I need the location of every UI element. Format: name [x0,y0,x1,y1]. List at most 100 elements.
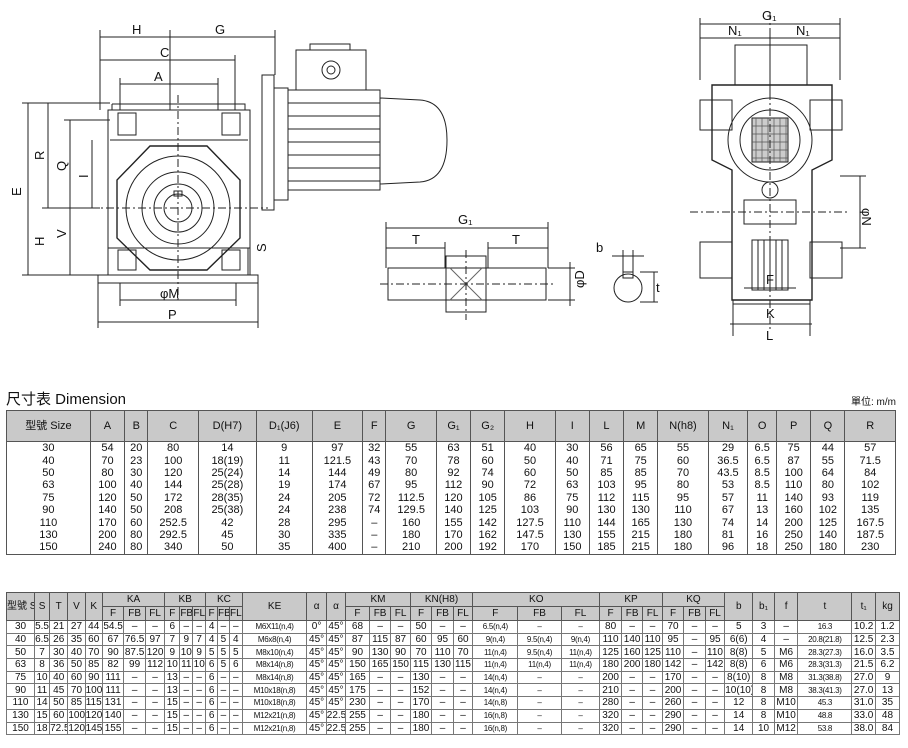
table-cell: 48 [874,708,901,723]
table-cell: 60 [124,516,149,529]
table-cell: 5 [228,645,243,660]
table-cell: 95 [623,479,659,492]
table-cell: 111 [101,683,125,698]
table-cell: – [228,683,243,698]
table-cell: 9 [192,645,207,660]
table-cell: – [123,721,146,736]
table-cell: 28.3(27.3) [797,645,853,660]
table-cell: 130 [657,516,709,529]
table-cell: 54 [89,441,126,455]
flange-header: V [67,592,86,621]
dim-V: V [54,229,69,238]
table-cell: 320 [599,721,622,736]
header-col: G [385,410,437,442]
table-cell: 35 [67,632,86,647]
table-cell: – [390,721,411,736]
table-cell: 92 [435,466,472,480]
table-cell: 65 [623,441,659,455]
dim-T-left: T [412,232,420,247]
table-cell: 30 [554,441,590,455]
table-cell: 120 [147,466,199,480]
table-cell: M10 [773,696,799,710]
table-cell: 208 [147,503,199,517]
table-cell: 5 [217,632,230,647]
table-cell: – [123,683,146,698]
table-cell: 30 [6,441,91,455]
flange-header: S [33,592,51,621]
flange-sub-header: FL [560,606,601,621]
table-cell: 9 [874,670,901,685]
flange-header: α [325,592,347,621]
table-cell: 115 [368,632,392,647]
table-cell: 100 [147,454,199,467]
table-cell: 8 [752,670,775,685]
table-cell: 70 [661,620,685,634]
table-cell: – [368,721,392,736]
table-cell: 250 [776,541,812,555]
table-cell: 80 [124,541,149,555]
table-cell: 180 [810,541,846,555]
table-cell: – [390,670,411,685]
table-cell: 70 [385,454,437,467]
table-cell: 180 [409,721,433,736]
table-cell: 16(n,8) [472,721,519,736]
table-cell: 150 [390,658,411,672]
flange-sub-header: FB [683,606,706,621]
table-cell: 95 [657,491,709,504]
table-cell: 28.3(31.3) [797,658,853,672]
table-cell: – [390,708,411,723]
table-cell: 292.5 [147,528,199,542]
table-cell: 16 [747,528,778,542]
table-cell: 50 [124,503,149,517]
table-cell: 110 [431,645,454,660]
table-cell: 27.0 [851,670,876,685]
flange-sub-header: FB [179,606,194,621]
table-cell: 31.0 [851,696,876,710]
table-cell: 45° [306,721,327,736]
table-cell: 23 [124,454,149,467]
table-cell: 200 [620,658,644,672]
table-cell: 144 [147,479,199,492]
flange-sub-header: FB [217,606,230,621]
table-cell: 119 [844,491,896,504]
table-cell: 125 [599,645,622,660]
table-cell: 150 [6,541,91,555]
table-cell: – [704,708,726,723]
table-cell: 260 [661,696,685,710]
table-cell: 14 [724,721,754,736]
table-cell: 103 [588,479,625,492]
table-cell: 40 [6,454,91,467]
table-cell: 180 [642,658,663,672]
table-cell: 20.8(21.8) [797,632,853,647]
flange-sub-header: FB [517,606,562,621]
table-cell: 170 [89,516,126,529]
table-cell: 75 [554,491,590,504]
table-cell: – [704,683,726,698]
table-cell: 18 [747,541,778,555]
table-cell: 16.3 [797,620,853,634]
table-cell: 63 [6,658,35,672]
header-col: H [504,410,556,442]
table-cell: 38.0 [851,721,876,736]
flange-sub-header: F [409,606,433,621]
header-col: D(H7) [197,410,257,442]
table-cell: – [452,620,474,634]
table-cell: 100 [84,683,103,698]
table-cell: – [517,670,562,685]
table-cell: 97 [311,441,364,455]
flange-sub-header: FL [452,606,474,621]
flange-header: KE [241,592,308,621]
table-cell: – [620,696,644,710]
table-cell: 55 [657,441,709,455]
table-cell: 60 [409,632,433,647]
table-cell: 27.0 [851,683,876,698]
table-cell: 174 [311,479,364,492]
table-cell: 135 [844,503,896,517]
table-cell: 14 [197,441,257,455]
table-cell: 6.5(n,4) [472,620,519,634]
table-cell: 14(n,8) [472,696,519,710]
table-cell: 0° [306,620,327,634]
table-cell: – [228,670,243,685]
table-cell: – [192,721,207,736]
